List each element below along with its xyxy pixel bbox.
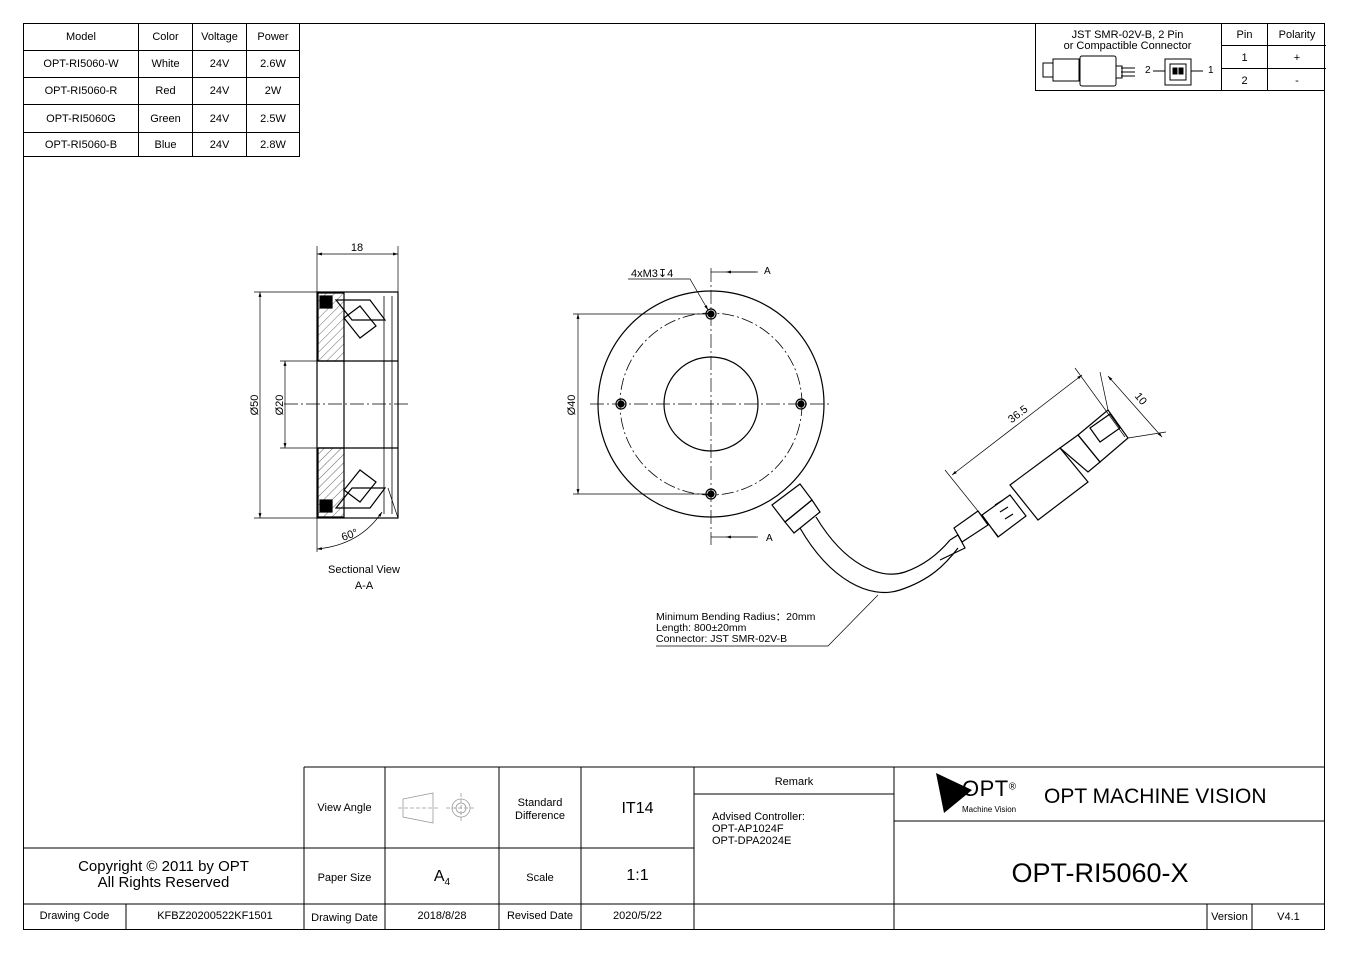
cell-model: OPT-RI5060G — [23, 104, 139, 133]
drawing-date-value: 2018/8/28 — [417, 910, 467, 922]
standard-difference-value: IT14 — [621, 800, 654, 817]
section-inner-dia: Ø20 — [274, 395, 286, 416]
connector-length-dim: 36.5 — [1006, 403, 1030, 425]
polarity-header: Polarity — [1278, 29, 1316, 41]
table-row: OPT-RI5060-R Red 24V 2W — [23, 77, 300, 105]
view-angle-label: View Angle — [317, 802, 372, 814]
logo-mark — [936, 773, 972, 813]
remark-label: Remark — [774, 776, 814, 788]
copyright: Copyright © 2011 by OPT All Rights Reser… — [78, 858, 249, 891]
section-caption-1: Sectional View — [328, 564, 400, 576]
connector-width-dim: 10 — [1132, 391, 1149, 408]
part-number: OPT-RI5060-X — [1011, 858, 1189, 888]
polarity-cell: + — [1293, 52, 1301, 64]
section-dimensions — [254, 246, 399, 552]
drawing-date-label: Drawing Date — [311, 912, 378, 924]
logo: OPT® — [962, 776, 1017, 801]
cell-color: Blue — [138, 132, 193, 157]
polarity-cell: - — [1295, 75, 1299, 87]
note-line-1: Minimum Bending Radius：20mm — [656, 611, 816, 623]
note-line-2: Length: 800±20mm — [656, 622, 747, 634]
table-row: OPT-RI5060-B Blue 24V 2.8W — [23, 132, 300, 157]
cell-power: 2.8W — [246, 132, 300, 157]
drawing-frame — [23, 23, 1325, 930]
bolt-circle-dia: Ø40 — [566, 395, 578, 416]
pin-cell: 2 — [1241, 75, 1248, 87]
connector-table: JST SMR-02V-B, 2 Pin or Compactible Conn… — [1035, 23, 1326, 91]
pin-label-left: 2 — [1145, 65, 1151, 76]
header-voltage: Voltage — [192, 23, 247, 51]
version-value: V4.1 — [1277, 911, 1300, 923]
drawing-code-value: KFBZ20200522KF1501 — [157, 910, 273, 922]
paper-size-label: Paper Size — [317, 872, 372, 884]
cell-power: 2W — [246, 77, 300, 105]
front-dimensions — [573, 270, 1167, 647]
company-name: OPT MACHINE VISION — [1044, 785, 1267, 808]
section-width-dim: 18 — [351, 242, 363, 254]
remark-text: Advised Controller: OPT-AP1024F OPT-DPA2… — [712, 811, 805, 847]
pin-cell: 1 — [1241, 52, 1248, 64]
scale-label: Scale — [526, 872, 554, 884]
title-block-grid — [23, 766, 1325, 930]
header-color: Color — [138, 23, 193, 51]
cell-model: OPT-RI5060-B — [23, 132, 139, 157]
paper-size-value: A4 — [433, 868, 451, 889]
connector-title: JST SMR-02V-B, 2 Pin or Compactible Conn… — [1063, 29, 1192, 52]
projection-symbol — [398, 792, 476, 824]
cell-model: OPT-RI5060-R — [23, 77, 139, 105]
spec-table: Model Color Voltage Power OPT-RI5060-W W… — [23, 23, 300, 157]
section-angle: 60° — [340, 527, 360, 544]
section-mark-top: A — [764, 266, 771, 277]
pin-label-right: 1 — [1208, 65, 1214, 76]
connector-icon — [1042, 55, 1203, 87]
header-model: Model — [23, 23, 139, 51]
section-view — [284, 291, 410, 519]
section-outer-dia: Ø50 — [249, 395, 261, 416]
table-row: OPT-RI5060-W White 24V 2.6W — [23, 50, 300, 78]
section-caption-2: A-A — [355, 580, 374, 592]
cell-color: Green — [138, 104, 193, 133]
drawing-code-label: Drawing Code — [39, 910, 110, 922]
standard-difference-label: Standard Difference — [515, 797, 565, 822]
revised-date-value: 2020/5/22 — [613, 910, 662, 922]
logo-subtitle: Machine Vision — [962, 805, 1017, 814]
version-label: Version — [1211, 911, 1248, 923]
scale-value: 1:1 — [626, 867, 649, 884]
cell-voltage: 24V — [192, 77, 247, 105]
cell-voltage: 24V — [192, 132, 247, 157]
cell-model: OPT-RI5060-W — [23, 50, 139, 78]
section-mark-bottom: A — [766, 533, 773, 544]
pin-header: Pin — [1236, 29, 1253, 41]
front-view — [590, 268, 1129, 594]
hole-callout: 4xM3↧4 — [631, 268, 673, 280]
cell-power: 2.6W — [246, 50, 300, 78]
note-line-3: Connector: JST SMR-02V-B — [656, 633, 787, 645]
revised-date-label: Revised Date — [506, 910, 574, 922]
cell-color: Red — [138, 77, 193, 105]
